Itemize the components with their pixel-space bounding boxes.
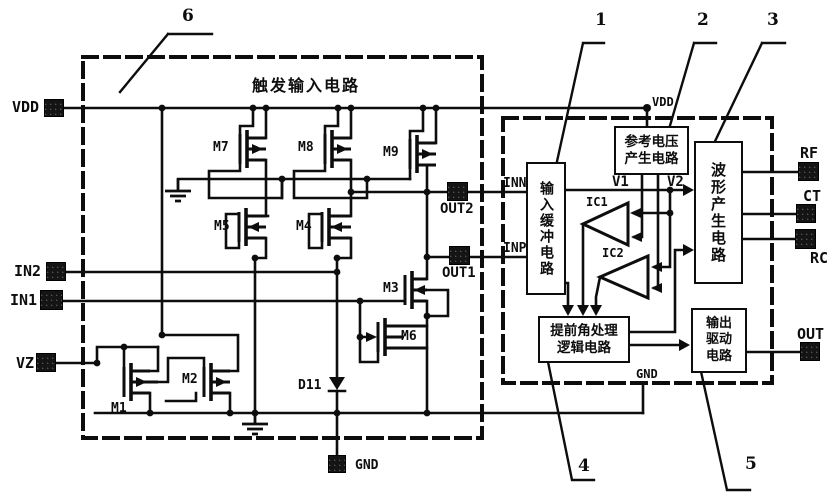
callout-4: 4	[578, 456, 590, 476]
rf-pin-label: RF	[800, 144, 819, 162]
trigger-box-border	[81, 55, 484, 440]
logic-block-line2: 逻辑电路	[557, 339, 611, 356]
in1-pin-label: IN1	[10, 291, 38, 309]
vz-pin-label: VZ	[16, 354, 35, 372]
pad-rf	[798, 162, 819, 181]
m8-label: M8	[298, 140, 314, 155]
block-advance-angle-logic: 提前角处理 逻辑电路	[538, 316, 630, 363]
pad-vz	[36, 353, 56, 372]
callout-5: 5	[745, 454, 757, 474]
callout-1: 1	[595, 10, 607, 30]
d11-label: D11	[298, 378, 322, 393]
pad-in2	[46, 262, 66, 281]
transistor-m6	[376, 318, 427, 356]
arrowheads	[136, 144, 694, 387]
callout-2: 2	[697, 10, 709, 30]
pad-rc	[795, 229, 816, 249]
v1-net-label: V1	[612, 174, 629, 190]
m9-label: M9	[383, 145, 399, 160]
block-waveform-generator: 波形产生电路	[694, 141, 743, 284]
pad-out	[800, 342, 820, 361]
driver-block-line2: 驱动	[705, 332, 732, 348]
input-buffer-label: 输入缓冲电路	[538, 180, 554, 277]
out-pin-label: OUT	[797, 325, 825, 343]
out1-pin-label: OUT1	[442, 265, 476, 281]
block-reference-voltage: 参考电压 产生电路	[614, 126, 689, 175]
pad-gnd	[328, 455, 346, 473]
pad-in1	[40, 290, 63, 310]
ground-symbols	[165, 179, 268, 436]
inn-net-label: INN	[503, 176, 527, 191]
m1-label: M1	[111, 401, 127, 416]
ic2-label: IC2	[602, 246, 624, 260]
m2-label: M2	[182, 372, 198, 387]
driver-block-line3: 电路	[705, 348, 732, 364]
m7-label: M7	[213, 140, 229, 155]
reference-block-line1: 参考电压	[624, 133, 679, 150]
callout-3: 3	[767, 10, 779, 30]
m3-label: M3	[383, 281, 399, 296]
reference-block-line2: 产生电路	[624, 150, 679, 167]
ic-box-border	[501, 116, 774, 385]
callout-6: 6	[182, 6, 194, 26]
waveform-block-label: 波形产生电路	[709, 161, 727, 264]
gnd-pin-label: GND	[355, 458, 379, 473]
vdd-pin-label: VDD	[12, 98, 40, 116]
gnd-net-label: GND	[636, 367, 658, 381]
inp-net-label: INP	[503, 241, 527, 256]
transistor-m9	[408, 135, 436, 173]
rc-pin-label: RC	[810, 249, 829, 267]
diode-d11	[329, 377, 345, 390]
driver-block-line1: 输出	[705, 316, 732, 332]
transistor-symbols	[122, 130, 436, 401]
trigger-box-title: 触发输入电路	[252, 76, 361, 95]
block-output-driver: 输出 驱动 电路	[691, 308, 747, 373]
m4-label: M4	[296, 219, 312, 234]
pad-vdd	[44, 99, 64, 117]
vdd-net-label: VDD	[652, 95, 674, 109]
pad-out2	[447, 182, 468, 201]
in2-pin-label: IN2	[14, 262, 42, 280]
ct-pin-label: CT	[803, 187, 822, 205]
ic1-label: IC1	[586, 195, 608, 209]
block-input-buffer: 输入缓冲电路	[526, 162, 566, 295]
out2-pin-label: OUT2	[440, 201, 474, 217]
logic-block-line1: 提前角处理	[550, 322, 618, 339]
pad-ct	[796, 204, 816, 223]
junction-dots	[93, 104, 674, 417]
m6-label: M6	[401, 329, 417, 344]
pad-out1	[449, 246, 470, 265]
v2-net-label: V2	[667, 174, 684, 190]
transistor-m4	[320, 208, 351, 246]
m5-label: M5	[214, 219, 230, 234]
